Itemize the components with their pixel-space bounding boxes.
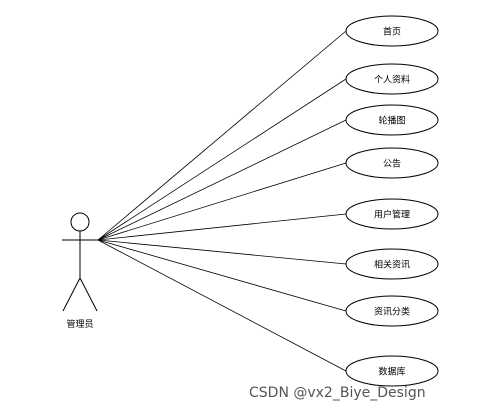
use-case-8[interactable]: 数据库 <box>345 355 439 387</box>
actor-left-leg <box>62 277 81 312</box>
use-case-label: 资讯分类 <box>374 306 410 318</box>
actor-label: 管理员 <box>66 318 93 330</box>
use-case-4[interactable]: 公告 <box>345 147 439 179</box>
association-line-4 <box>97 162 347 241</box>
actor <box>62 212 98 312</box>
use-case-label: 个人资料 <box>374 74 410 86</box>
use-case-label: 数据库 <box>378 366 405 378</box>
association-line-6 <box>97 239 347 265</box>
use-case-ellipse <box>345 295 439 327</box>
association-line-1 <box>97 30 347 241</box>
use-case-ellipse <box>345 15 439 47</box>
association-line-2 <box>97 78 347 241</box>
actor-right-leg <box>79 277 98 312</box>
use-case-ellipse <box>345 198 439 230</box>
association-line-7 <box>97 239 347 312</box>
association-lines <box>97 30 347 372</box>
use-case-ellipse <box>345 248 439 280</box>
use-case-label: 轮播图 <box>378 115 405 127</box>
association-line-5 <box>97 213 347 241</box>
use-case-label: 用户管理 <box>374 209 410 221</box>
use-case-1[interactable]: 首页 <box>345 15 439 47</box>
use-case-label: 首页 <box>383 26 401 38</box>
use-case-ellipse <box>345 63 439 95</box>
actor-head <box>70 212 90 232</box>
use-case-2[interactable]: 个人资料 <box>345 63 439 95</box>
use-case-ellipse <box>345 104 439 136</box>
use-case-3[interactable]: 轮播图 <box>345 104 439 136</box>
use-case-ellipse <box>345 355 439 387</box>
use-case-7[interactable]: 资讯分类 <box>345 295 439 327</box>
use-case-5[interactable]: 用户管理 <box>345 198 439 230</box>
watermark: CSDN @vx2_Biye_Design <box>249 385 426 401</box>
use-case-6[interactable]: 相关资讯 <box>345 248 439 280</box>
use-case-ellipse <box>345 147 439 179</box>
use-case-label: 相关资讯 <box>374 259 410 271</box>
association-line-3 <box>97 119 347 241</box>
association-line-8 <box>97 239 347 372</box>
use-case-label: 公告 <box>383 158 401 170</box>
